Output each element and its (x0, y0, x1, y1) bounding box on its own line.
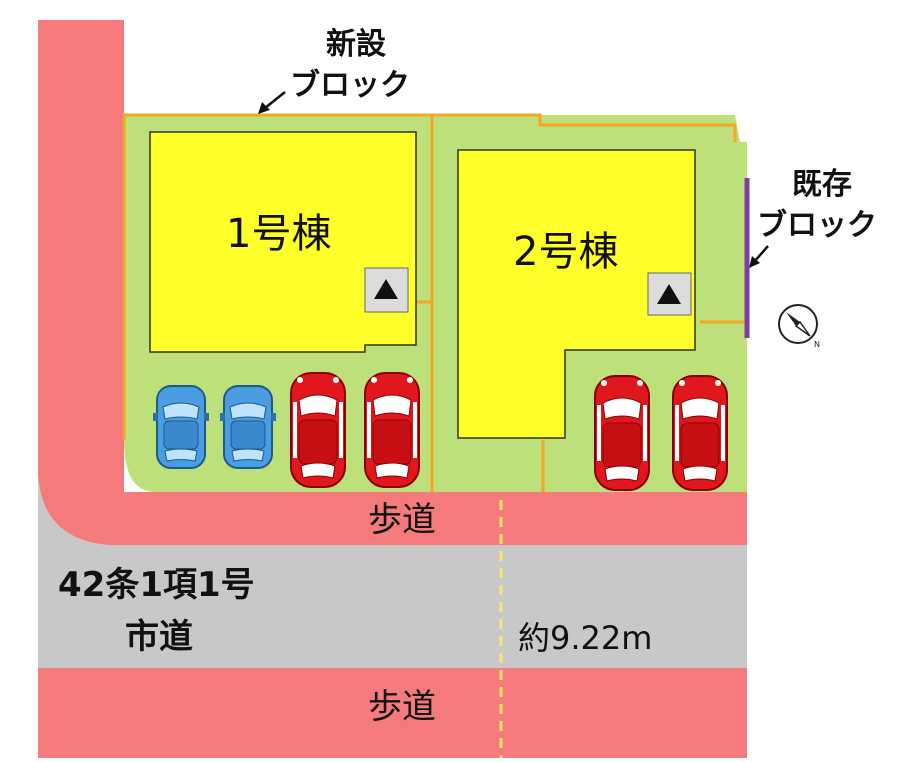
building-2-footprint (457, 149, 696, 439)
car-red-icon (672, 375, 728, 491)
new-block-label-line1: 新設 (326, 27, 386, 62)
car-blue-icon (152, 385, 210, 469)
road-area (38, 470, 747, 668)
building-2-label: 2号棟 (513, 229, 619, 275)
entrance-triangle-icon (657, 284, 681, 304)
building-1-footprint (149, 131, 417, 353)
sidewalk-bottom-area (38, 668, 747, 758)
road-width-label: 約9.22m (518, 619, 653, 657)
car-blue-icon (219, 385, 277, 469)
new-block-label-line2: ブロック (290, 68, 410, 103)
existing-block-label-line1: 既存 (792, 167, 852, 202)
car-red-icon (364, 372, 420, 488)
road-type-label: 市道 (125, 617, 193, 657)
car-red-icon (290, 372, 346, 488)
compass-icon: N (778, 304, 820, 349)
compass-north-label: N (814, 340, 820, 349)
car-red-icon (594, 375, 650, 491)
existing-block-label-line2: ブロック (757, 208, 877, 243)
existing-block-leader-arrow (749, 245, 769, 268)
road-class-label: 42条1項1号 (58, 565, 255, 605)
building-1-label: 1号棟 (226, 211, 332, 257)
new-block-leader-arrow (258, 91, 286, 114)
sidewalk-bottom-label: 歩道 (368, 687, 436, 727)
new-block-boundary (122, 113, 745, 492)
sidewalk-top-label: 歩道 (368, 500, 436, 540)
entrance-triangle-icon (374, 279, 398, 299)
sidewalk-area (38, 20, 747, 545)
